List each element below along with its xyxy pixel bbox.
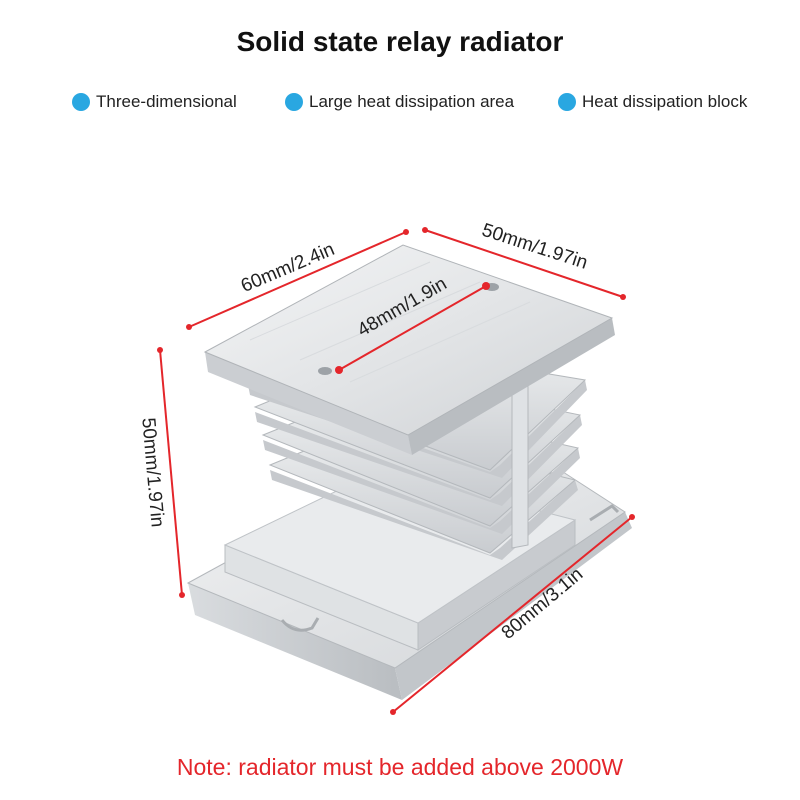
feature-item: Heat dissipation block [558, 92, 747, 112]
blue-dot-icon [72, 93, 90, 111]
dimension-line-base-length [392, 516, 633, 713]
blue-dot-icon [558, 93, 576, 111]
heatsink-top-plate [203, 244, 615, 455]
feature-label: Large heat dissipation area [309, 92, 515, 111]
feature-list: Three-dimensional Large heat dissipation… [0, 92, 800, 122]
feature-item: Large heat dissipation area [285, 92, 514, 112]
dimension-line-height [159, 349, 183, 596]
dimension-line-top-width [424, 229, 624, 298]
dimension-line-hole-spacing [338, 285, 487, 371]
feature-item: Three-dimensional [72, 92, 237, 112]
dimension-lines [157, 227, 635, 715]
page-title: Solid state relay radiator [236, 26, 564, 57]
dimension-line-top-length [188, 231, 407, 328]
dimension-label-top-width: 50mm/1.97in [479, 220, 590, 274]
feature-label: Heat dissipation block [582, 92, 748, 111]
feature-label: Three-dimensional [96, 92, 237, 111]
blue-dot-icon [285, 93, 303, 111]
note-text: Note: radiator must be added above 2000W [176, 754, 624, 780]
dimension-label-height: 50mm/1.97in [137, 417, 167, 528]
